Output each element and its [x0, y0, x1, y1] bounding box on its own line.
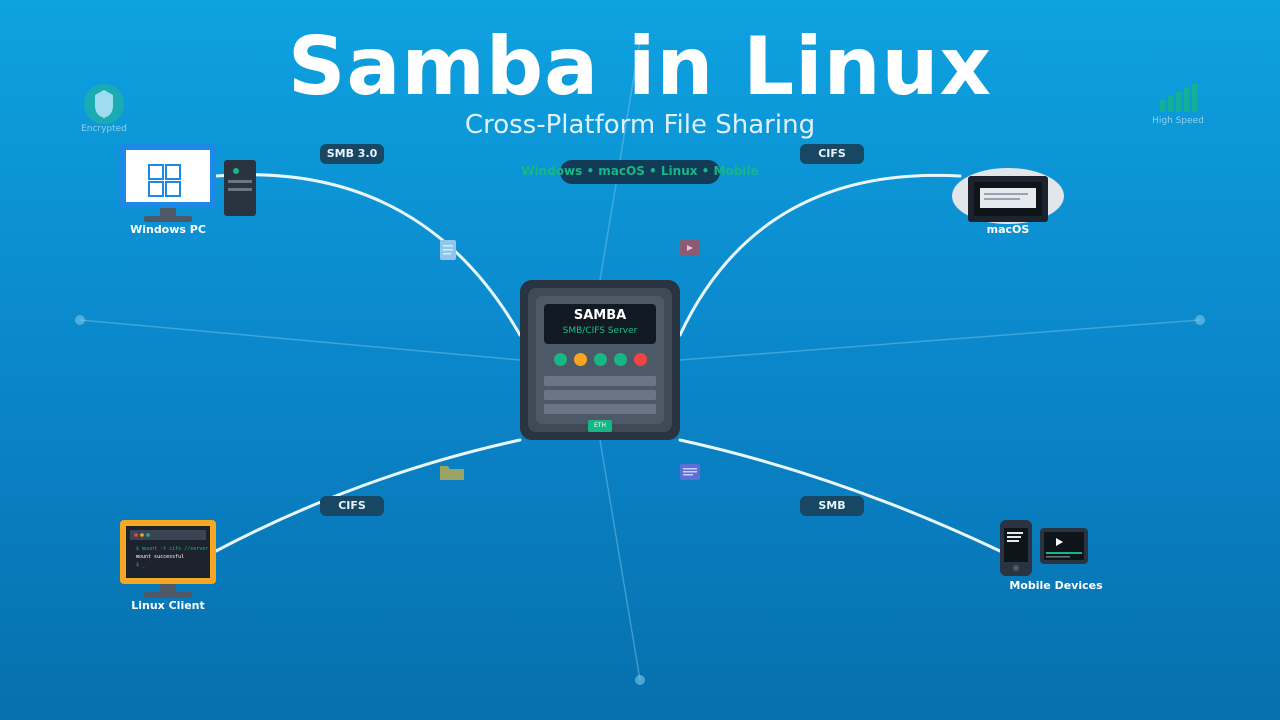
- mobile-devices-label: Mobile Devices: [1009, 579, 1103, 592]
- protocol-tag-bottom-right: SMB: [800, 496, 864, 516]
- linux-client-label: Linux Client: [131, 599, 205, 612]
- terminal-line-3: $ _: [136, 562, 146, 568]
- faint-line-bottom: [599, 439, 641, 681]
- page-title: Samba in Linux: [287, 20, 993, 113]
- protocol-tag-top-left: SMB 3.0: [320, 144, 384, 164]
- server-subtitle: SMB/CIFS Server: [562, 326, 638, 336]
- text-file-icon: [680, 464, 700, 480]
- faint-line-right: [679, 319, 1201, 361]
- node-dot-left: [75, 315, 85, 325]
- platforms-text: Windows • macOS • Linux • Mobile: [521, 164, 759, 178]
- link-mobile: [678, 438, 1002, 553]
- macos-label: macOS: [986, 223, 1030, 236]
- mobile-devices-icon: [1000, 520, 1088, 576]
- macos-laptop-icon: [952, 168, 1064, 224]
- server-screen: [544, 304, 656, 344]
- page-subtitle: Cross-Platform File Sharing: [464, 110, 816, 140]
- ethernet-port: ETH: [588, 420, 612, 432]
- video-icon: [680, 240, 700, 256]
- platforms-pill: [560, 160, 720, 184]
- node-dot-top: [635, 35, 645, 45]
- drive-slot-1: [544, 376, 656, 386]
- drive-slot-3: [544, 404, 656, 414]
- high-speed-label: High Speed: [1152, 116, 1204, 126]
- folder-icon: [440, 466, 464, 480]
- node-dot-right: [1195, 315, 1205, 325]
- terminal-output: $ mount -t cifs //server/share mount suc…: [136, 545, 208, 569]
- drive-slot-2: [544, 390, 656, 400]
- windows-pc-label: Windows PC: [130, 223, 206, 236]
- protocol-tag-bottom-left: CIFS: [320, 496, 384, 516]
- link-windows: [214, 173, 522, 337]
- link-macos: [678, 173, 962, 337]
- status-led-2: [574, 353, 587, 366]
- signal-bars-icon: [1160, 84, 1197, 112]
- terminal-line-1: $ mount -t cifs //server/share: [136, 546, 208, 552]
- linux-client-icon: [120, 520, 216, 598]
- faint-line-left: [79, 319, 521, 361]
- status-led-1: [554, 353, 567, 366]
- link-linux: [214, 438, 522, 553]
- shield-icon: [84, 84, 124, 124]
- status-led-4: [614, 353, 627, 366]
- terminal-line-2: mount successful: [136, 554, 185, 560]
- server-name: SAMBA: [573, 308, 627, 323]
- node-dot-bottom: [635, 675, 645, 685]
- document-icon: [440, 240, 456, 260]
- windows-pc-icon: [120, 144, 256, 222]
- encrypted-label: Encrypted: [81, 124, 127, 134]
- protocol-tag-top-right: CIFS: [800, 144, 864, 164]
- status-led-5: [634, 353, 647, 366]
- status-led-3: [594, 353, 607, 366]
